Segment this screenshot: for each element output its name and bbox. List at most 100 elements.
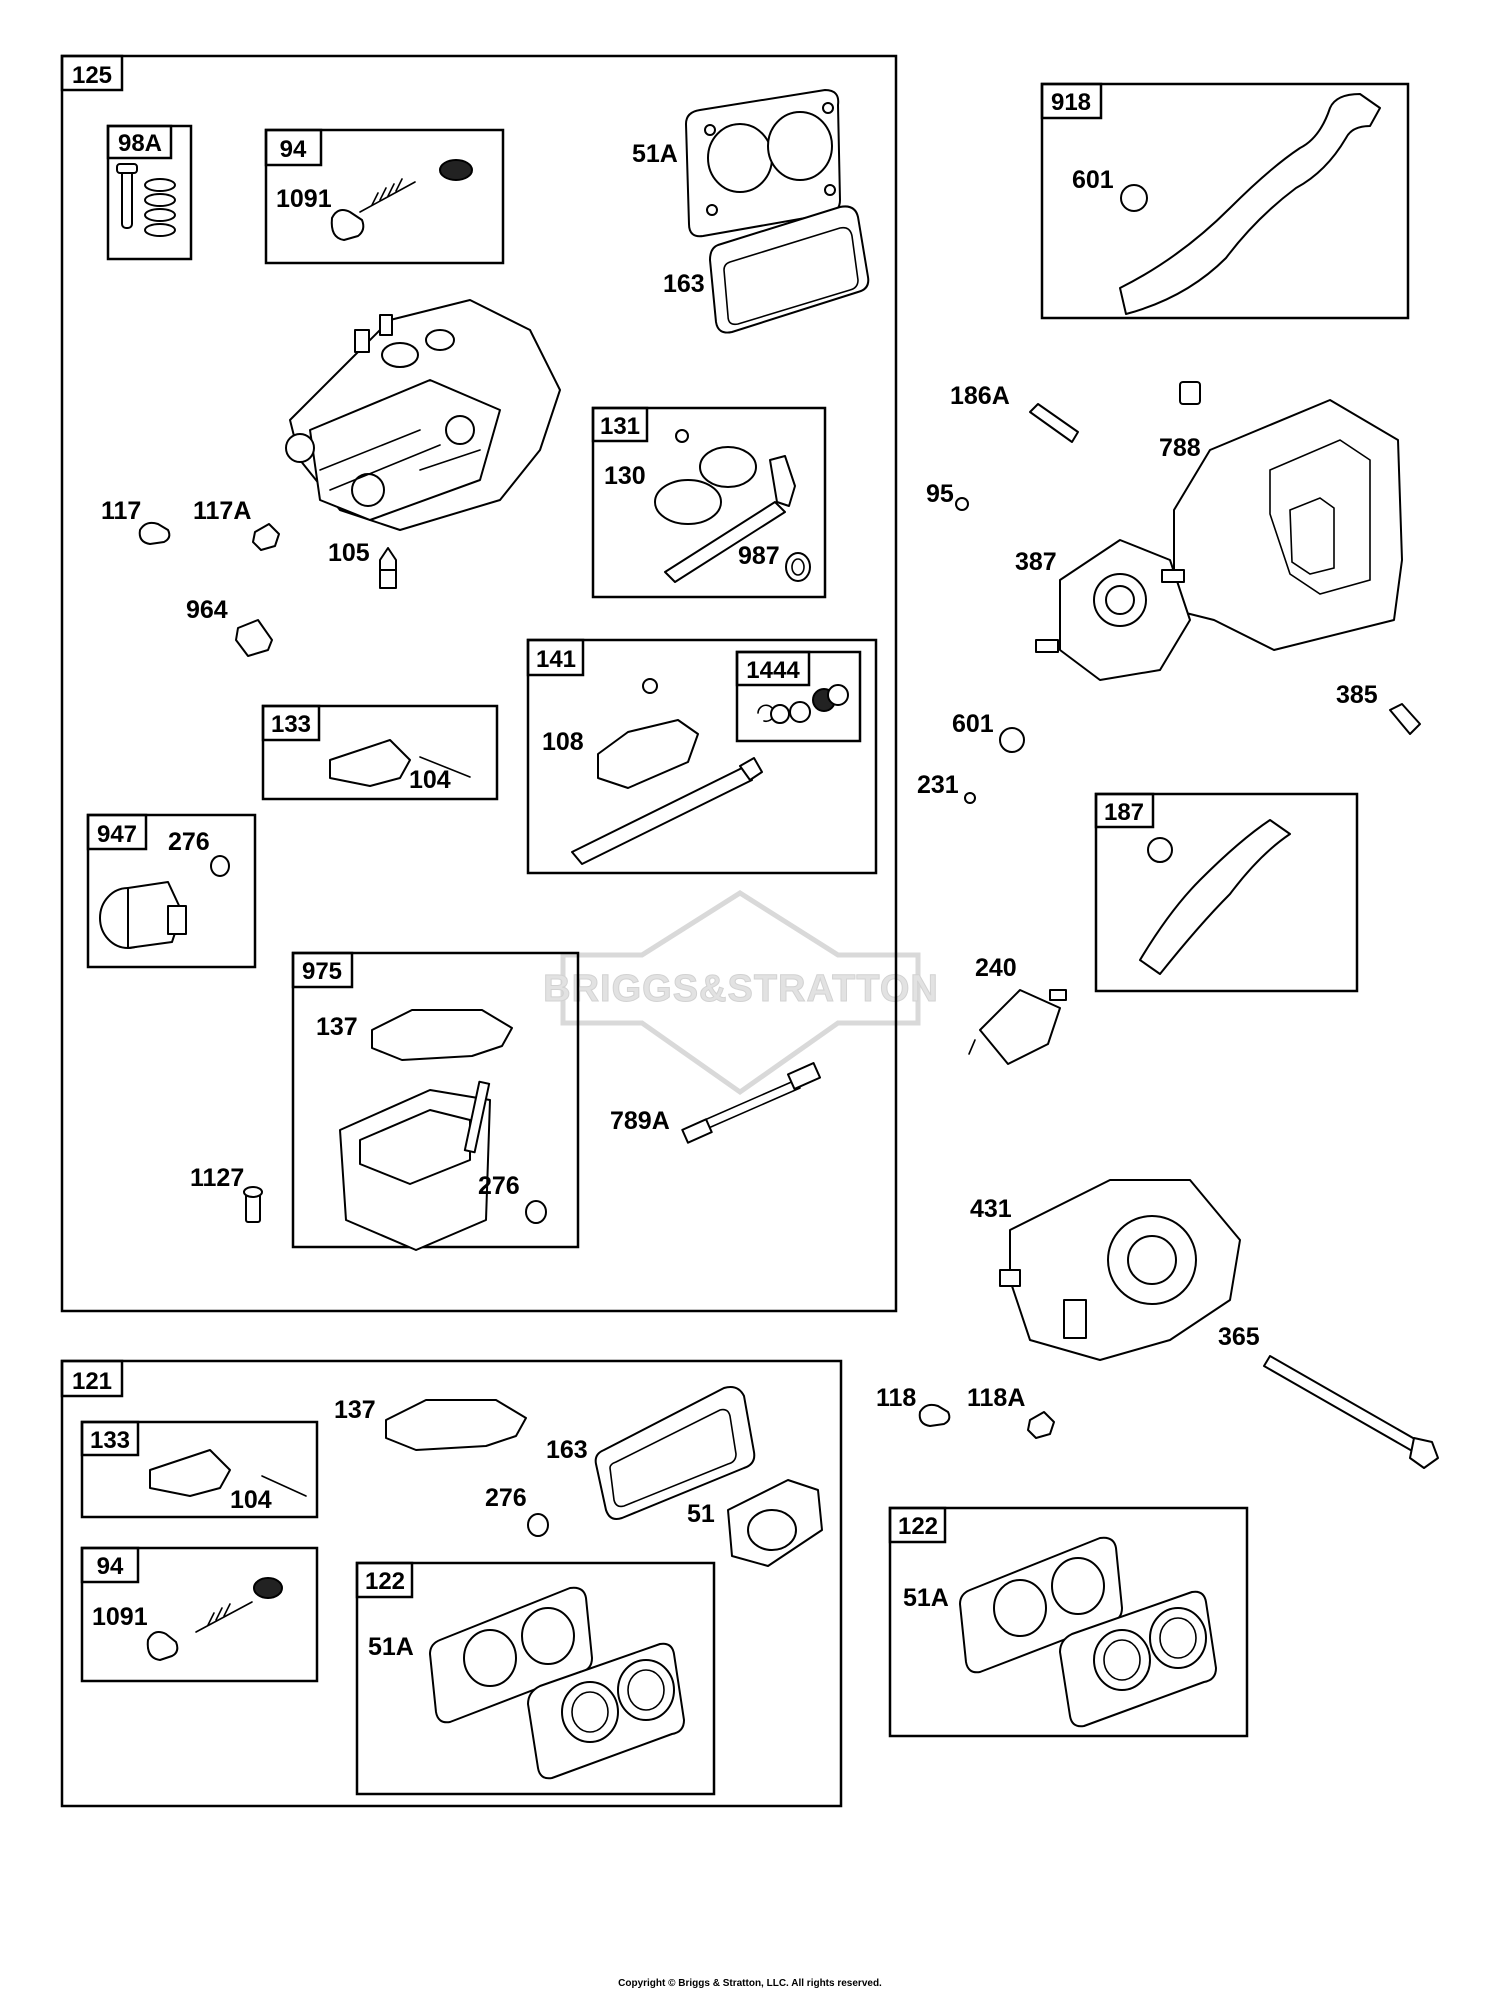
brand-watermark: BRIGGS&STRATTON <box>543 890 939 1096</box>
part-label: 104 <box>409 766 451 794</box>
clamp-part <box>999 727 1025 753</box>
gasket-137-part <box>385 1399 527 1451</box>
o-ring-part <box>527 1513 549 1537</box>
bolt-head-part <box>116 163 138 174</box>
part-label: 51A <box>903 1584 949 1612</box>
hose-part <box>1119 93 1381 315</box>
part-label: 601 <box>952 710 994 738</box>
washer-part <box>770 704 790 724</box>
bolt-385-part <box>1389 703 1421 735</box>
part-label: 987 <box>738 542 780 570</box>
washer-part <box>789 701 811 723</box>
washer-part <box>827 684 849 706</box>
part-label: 431 <box>970 1195 1012 1223</box>
screw-part <box>1179 381 1201 405</box>
part-label: 365 <box>1218 1323 1260 1351</box>
clamp-part <box>1147 837 1173 863</box>
kit-number: 125 <box>72 62 112 89</box>
part-label: 186A <box>950 382 1010 410</box>
part-label: 163 <box>546 1436 588 1464</box>
throttle-plate-part <box>699 446 757 488</box>
part-label: 51 <box>687 1500 715 1528</box>
kit-number: 94 <box>97 1553 124 1580</box>
carburetor-body-part <box>285 299 561 531</box>
kit-box-122: 122 51A <box>888 1506 1249 1738</box>
kit-number: 133 <box>90 1427 130 1454</box>
kit-number: 918 <box>1051 89 1091 116</box>
throttle-body-431-part <box>999 1179 1241 1361</box>
spacer-plate-part <box>527 1642 685 1780</box>
screw-knob-part <box>146 1631 179 1661</box>
screw-part <box>642 678 658 694</box>
spring-part <box>253 1577 283 1599</box>
bolt-part <box>121 167 133 229</box>
part-label: 95 <box>926 480 954 508</box>
seal-part <box>785 552 811 582</box>
part-label: 276 <box>485 1484 527 1512</box>
bolt-365-part <box>1263 1355 1421 1453</box>
watermark-text: BRIGGS&STRATTON <box>543 968 939 1010</box>
kit-box-131: 131 130 987 <box>591 406 827 599</box>
part-label: 163 <box>663 270 705 298</box>
kit-box-141: 141 108 1444 <box>526 638 878 875</box>
kit-box-125: 125 <box>60 54 898 1313</box>
spring-coil-part <box>144 178 176 192</box>
needle-screw-part <box>195 1601 253 1633</box>
spring-coil-part <box>144 193 176 207</box>
kit-number: 187 <box>1104 799 1144 826</box>
shaft-part <box>664 501 786 583</box>
o-ring-part <box>525 1200 547 1224</box>
throttle-plate-part <box>654 479 722 525</box>
kit-number: 947 <box>97 821 137 848</box>
fuel-filter-240-part <box>968 989 1067 1065</box>
spring-coil-part <box>144 223 176 237</box>
spring-coil-part <box>144 208 176 222</box>
fitting-118A-part <box>1027 1411 1055 1439</box>
clamp-part <box>1120 184 1148 212</box>
part-label: 108 <box>542 728 584 756</box>
hose-part <box>1139 819 1291 975</box>
tube-186A-part <box>1029 403 1079 443</box>
spacer-plate-part <box>1059 1590 1217 1728</box>
kit-box-94: 94 1091 <box>80 1546 319 1683</box>
part-label: 789A <box>610 1107 670 1135</box>
part-label: 117 <box>101 497 141 525</box>
fitting-118-part <box>918 1403 951 1427</box>
lever-part <box>329 739 411 787</box>
kit-number: 122 <box>365 1568 405 1595</box>
kit-number: 122 <box>898 1513 938 1540</box>
part-label: 130 <box>604 462 646 490</box>
kit-box-94: 94 1091 <box>264 128 505 265</box>
part-label: 51A <box>368 1633 414 1661</box>
kit-number: 98A <box>118 130 162 157</box>
part-label: 601 <box>1072 166 1114 194</box>
part-label: 104 <box>230 1486 272 1514</box>
pin-part <box>419 756 471 778</box>
part-label: 51A <box>632 140 678 168</box>
kit-box-121: 121 <box>60 1359 843 1808</box>
gasket-51A <box>429 1586 593 1724</box>
copyright-notice: Copyright © Briggs & Stratton, LLC. All … <box>618 1978 882 1989</box>
kit-box-133: 133 104 <box>261 704 499 801</box>
gasket-163 <box>709 205 870 334</box>
pin-part <box>261 1475 307 1497</box>
gasket-51A <box>959 1536 1123 1674</box>
part-label: 1091 <box>276 185 332 213</box>
part-label: 276 <box>478 1172 520 1200</box>
part-label: 117A <box>193 497 251 525</box>
part-label: 137 <box>334 1396 376 1424</box>
kit-number: 94 <box>280 136 307 163</box>
part-label: 118A <box>967 1384 1025 1412</box>
kit-number: 975 <box>302 958 342 985</box>
kit-number: 141 <box>536 646 576 673</box>
part-label: 387 <box>1015 548 1057 576</box>
kit-box-918: 918 601 <box>1040 82 1410 320</box>
kit-number: 121 <box>72 1368 112 1395</box>
bushing-964-part <box>235 619 273 657</box>
part-label: 964 <box>186 596 228 624</box>
part-label: 1127 <box>190 1164 244 1192</box>
wire-harness-789A-part <box>681 1061 822 1144</box>
kit-number: 131 <box>600 413 640 440</box>
kit-number: 133 <box>271 711 311 738</box>
needle-screw-part <box>359 181 416 213</box>
